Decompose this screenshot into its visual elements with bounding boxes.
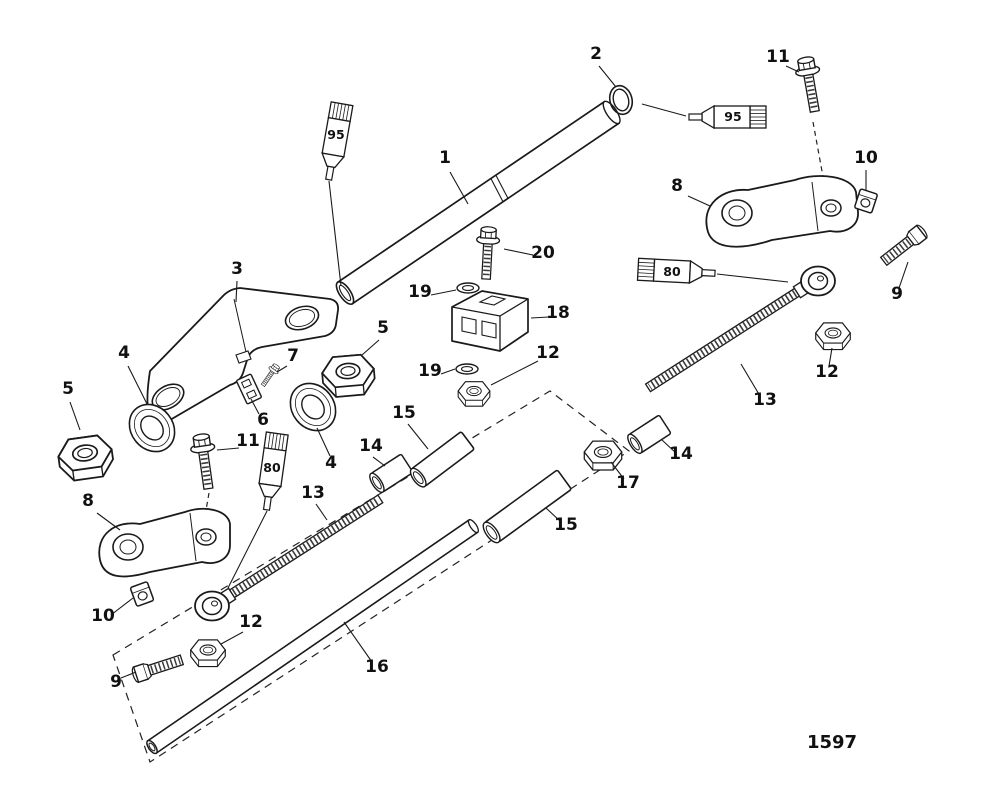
callout-part-14b: 14	[669, 444, 693, 464]
callout-part-3: 3	[231, 259, 243, 279]
callout-part-9b: 9	[110, 672, 122, 692]
part-5a-nut	[55, 432, 117, 484]
leader-lines	[69, 65, 909, 679]
callout-part-20: 20	[531, 243, 555, 263]
part-13b-threaded-rod-left	[194, 494, 384, 622]
figure-number: 1597	[807, 732, 857, 753]
part-9a-bolt	[879, 224, 929, 268]
part-13a-threaded-rod-right	[644, 265, 836, 393]
part-7-screw	[256, 360, 284, 391]
part-12c-nut	[190, 639, 226, 668]
grease-80a-label: 80	[663, 264, 681, 279]
part-20-bolt	[475, 226, 501, 279]
grease-80b-label: 80	[263, 460, 281, 475]
callout-part-8b: 8	[82, 491, 94, 511]
callout-part-7: 7	[287, 346, 299, 366]
callout-part-16: 16	[365, 657, 389, 677]
callout-part-11a: 11	[766, 47, 790, 67]
part-12b-nut	[457, 381, 491, 407]
grease-tube-labels: 95 95 80 80	[263, 109, 741, 475]
part-2-o-ring	[608, 84, 634, 116]
part-5b-nut	[319, 352, 377, 399]
part-11a-bolt	[793, 55, 826, 113]
callout-part-6: 6	[257, 410, 269, 430]
callout-part-4b: 4	[325, 453, 337, 473]
part-19a-washer	[456, 282, 480, 294]
callout-part-13b: 13	[301, 483, 325, 503]
part-15b-tube	[482, 469, 572, 544]
part-10a-clip	[853, 187, 879, 215]
callout-part-12c: 12	[239, 612, 263, 632]
part-14b-sleeve	[627, 414, 672, 455]
callout-part-17: 17	[616, 473, 640, 493]
callout-part-1: 1	[439, 148, 451, 168]
part-11b-bolt	[189, 432, 220, 490]
part-8b-steering-arm-left	[98, 508, 231, 578]
callout-part-10a: 10	[854, 148, 878, 168]
part-12a-nut	[815, 322, 851, 351]
callout-part-14a: 14	[359, 436, 383, 456]
grease-95b-label: 95	[724, 109, 741, 124]
callout-part-15a: 15	[392, 403, 416, 423]
part-17-nut	[583, 440, 623, 471]
callout-part-12b: 12	[536, 343, 560, 363]
callout-part-5a: 5	[62, 379, 74, 399]
callout-part-15b: 15	[554, 515, 578, 535]
part-15a-tube	[409, 431, 475, 488]
part-6-clip	[236, 373, 262, 405]
part-8a-steering-arm-right	[705, 175, 859, 248]
grease-95a-label: 95	[327, 127, 344, 142]
part-10b-clip	[129, 580, 155, 608]
part-19b-washer	[455, 363, 479, 375]
callout-part-4a: 4	[118, 343, 130, 363]
callout-labels: 1 2 3 4 4 5 5 6 7 8 8 9 9 10 10 11 11 12…	[62, 44, 903, 692]
part-9b-bolt	[131, 652, 184, 683]
part-16-long-tube	[146, 518, 479, 755]
part-18-clamp-block	[451, 290, 529, 352]
callout-part-19b: 19	[418, 361, 442, 381]
callout-part-12a: 12	[815, 362, 839, 382]
callout-part-11b: 11	[236, 431, 260, 451]
callout-part-2: 2	[590, 44, 602, 64]
callout-part-13a: 13	[753, 390, 777, 410]
callout-part-9a: 9	[891, 284, 903, 304]
part-14a-sleeve	[369, 453, 414, 494]
callout-part-10b: 10	[91, 606, 115, 626]
part-1-tie-bar-tube	[335, 100, 621, 305]
callout-part-8a: 8	[671, 176, 683, 196]
callout-part-19a: 19	[408, 282, 432, 302]
part-3-bracket	[146, 287, 339, 424]
callout-part-5b: 5	[377, 318, 389, 338]
callout-part-18: 18	[546, 303, 570, 323]
